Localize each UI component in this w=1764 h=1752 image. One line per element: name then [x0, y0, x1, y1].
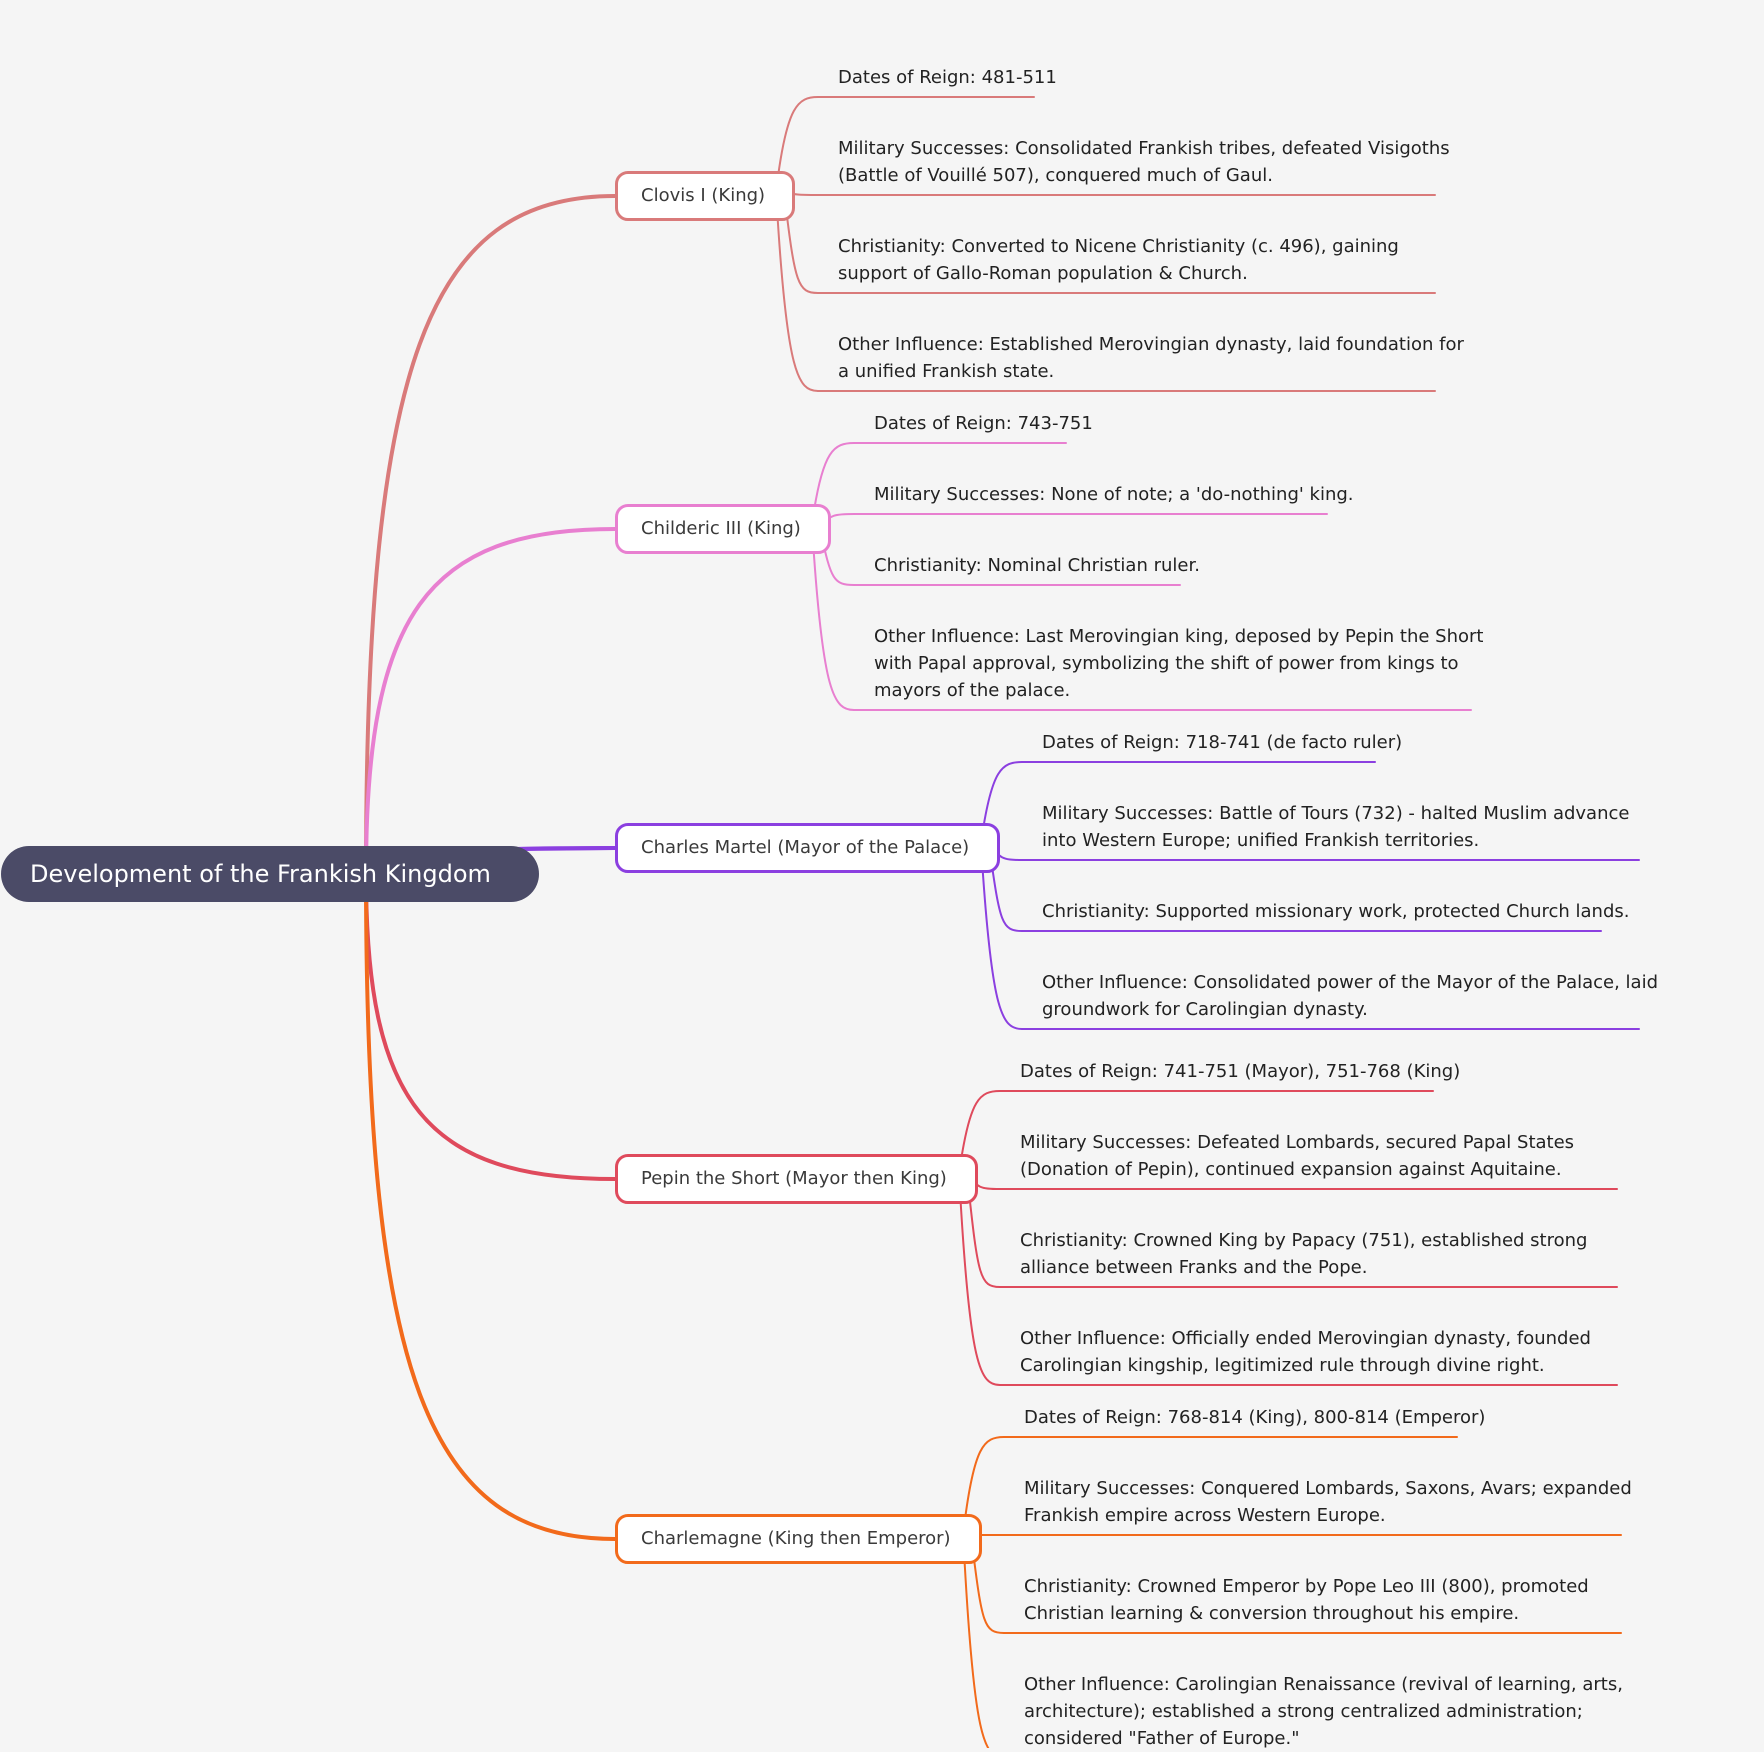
detail-text: Christianity: Converted to Nicene Christ…	[838, 236, 1399, 284]
detail-connector	[963, 1436, 1005, 1528]
detail-connector	[812, 442, 855, 518]
detail-text: Military Successes: Battle of Tours (732…	[1042, 803, 1630, 851]
detail-text: Christianity: Supported missionary work,…	[1042, 901, 1630, 922]
detail-connector	[776, 207, 819, 392]
detail-text: Christianity: Nominal Christian ruler.	[874, 555, 1200, 576]
detail-connector	[967, 1182, 1001, 1288]
detail-connector	[812, 540, 855, 711]
detail-text: Christianity: Crowned King by Papacy (75…	[1020, 1230, 1588, 1278]
detail-connector	[784, 199, 819, 294]
detail-text: Dates of Reign: 718-741 (de facto ruler)	[1042, 732, 1403, 753]
detail-text: Military Successes: Conquered Lombards, …	[1024, 1478, 1632, 1526]
branch-connector	[364, 194, 617, 876]
branch-connector	[364, 872, 617, 1181]
detail-text: Christianity: Crowned Emperor by Pope Le…	[1024, 1576, 1589, 1624]
detail-text: Other Influence: Consolidated power of t…	[1042, 972, 1658, 1020]
detail-text: Dates of Reign: 481-511	[838, 67, 1057, 88]
detail-text: Other Influence: Established Merovingian…	[838, 334, 1464, 382]
detail-text: Dates of Reign: 743-751	[874, 413, 1093, 434]
branch-connector	[364, 872, 617, 1541]
detail-text: Other Influence: Carolingian Renaissance…	[1024, 1674, 1623, 1749]
branch-connector	[518, 846, 617, 851]
branch-node[interactable]: Pepin the Short (Mayor then King)	[615, 1154, 978, 1204]
detail-text: Other Influence: Officially ended Merovi…	[1020, 1328, 1591, 1376]
detail-connector	[963, 1550, 990, 1748]
detail-text: Military Successes: Defeated Lombards, s…	[1020, 1132, 1575, 1180]
detail-text: Military Successes: None of note; a 'do-…	[874, 484, 1354, 505]
detail-connector	[981, 761, 1023, 837]
branch-node[interactable]: Childeric III (King)	[615, 504, 831, 554]
detail-text: Dates of Reign: 768-814 (King), 800-814 …	[1024, 1407, 1486, 1428]
branch-connector	[364, 527, 617, 876]
detail-text: Dates of Reign: 741-751 (Mayor), 751-768…	[1020, 1061, 1461, 1082]
detail-connector	[981, 859, 1023, 1030]
branch-node[interactable]: Charles Martel (Mayor of the Palace)	[615, 823, 1000, 873]
detail-connector	[959, 1090, 1001, 1168]
branch-node[interactable]: Charlemagne (King then Emperor)	[615, 1514, 982, 1564]
root-topic[interactable]: Development of the Frankish Kingdom	[1, 846, 539, 902]
detail-connector	[776, 96, 819, 185]
branch-node[interactable]: Clovis I (King)	[615, 171, 795, 221]
detail-text: Military Successes: Consolidated Frankis…	[838, 138, 1450, 186]
detail-connector	[959, 1190, 1001, 1386]
detail-text: Other Influence: Last Merovingian king, …	[874, 626, 1484, 701]
detail-connector	[971, 1542, 1005, 1634]
